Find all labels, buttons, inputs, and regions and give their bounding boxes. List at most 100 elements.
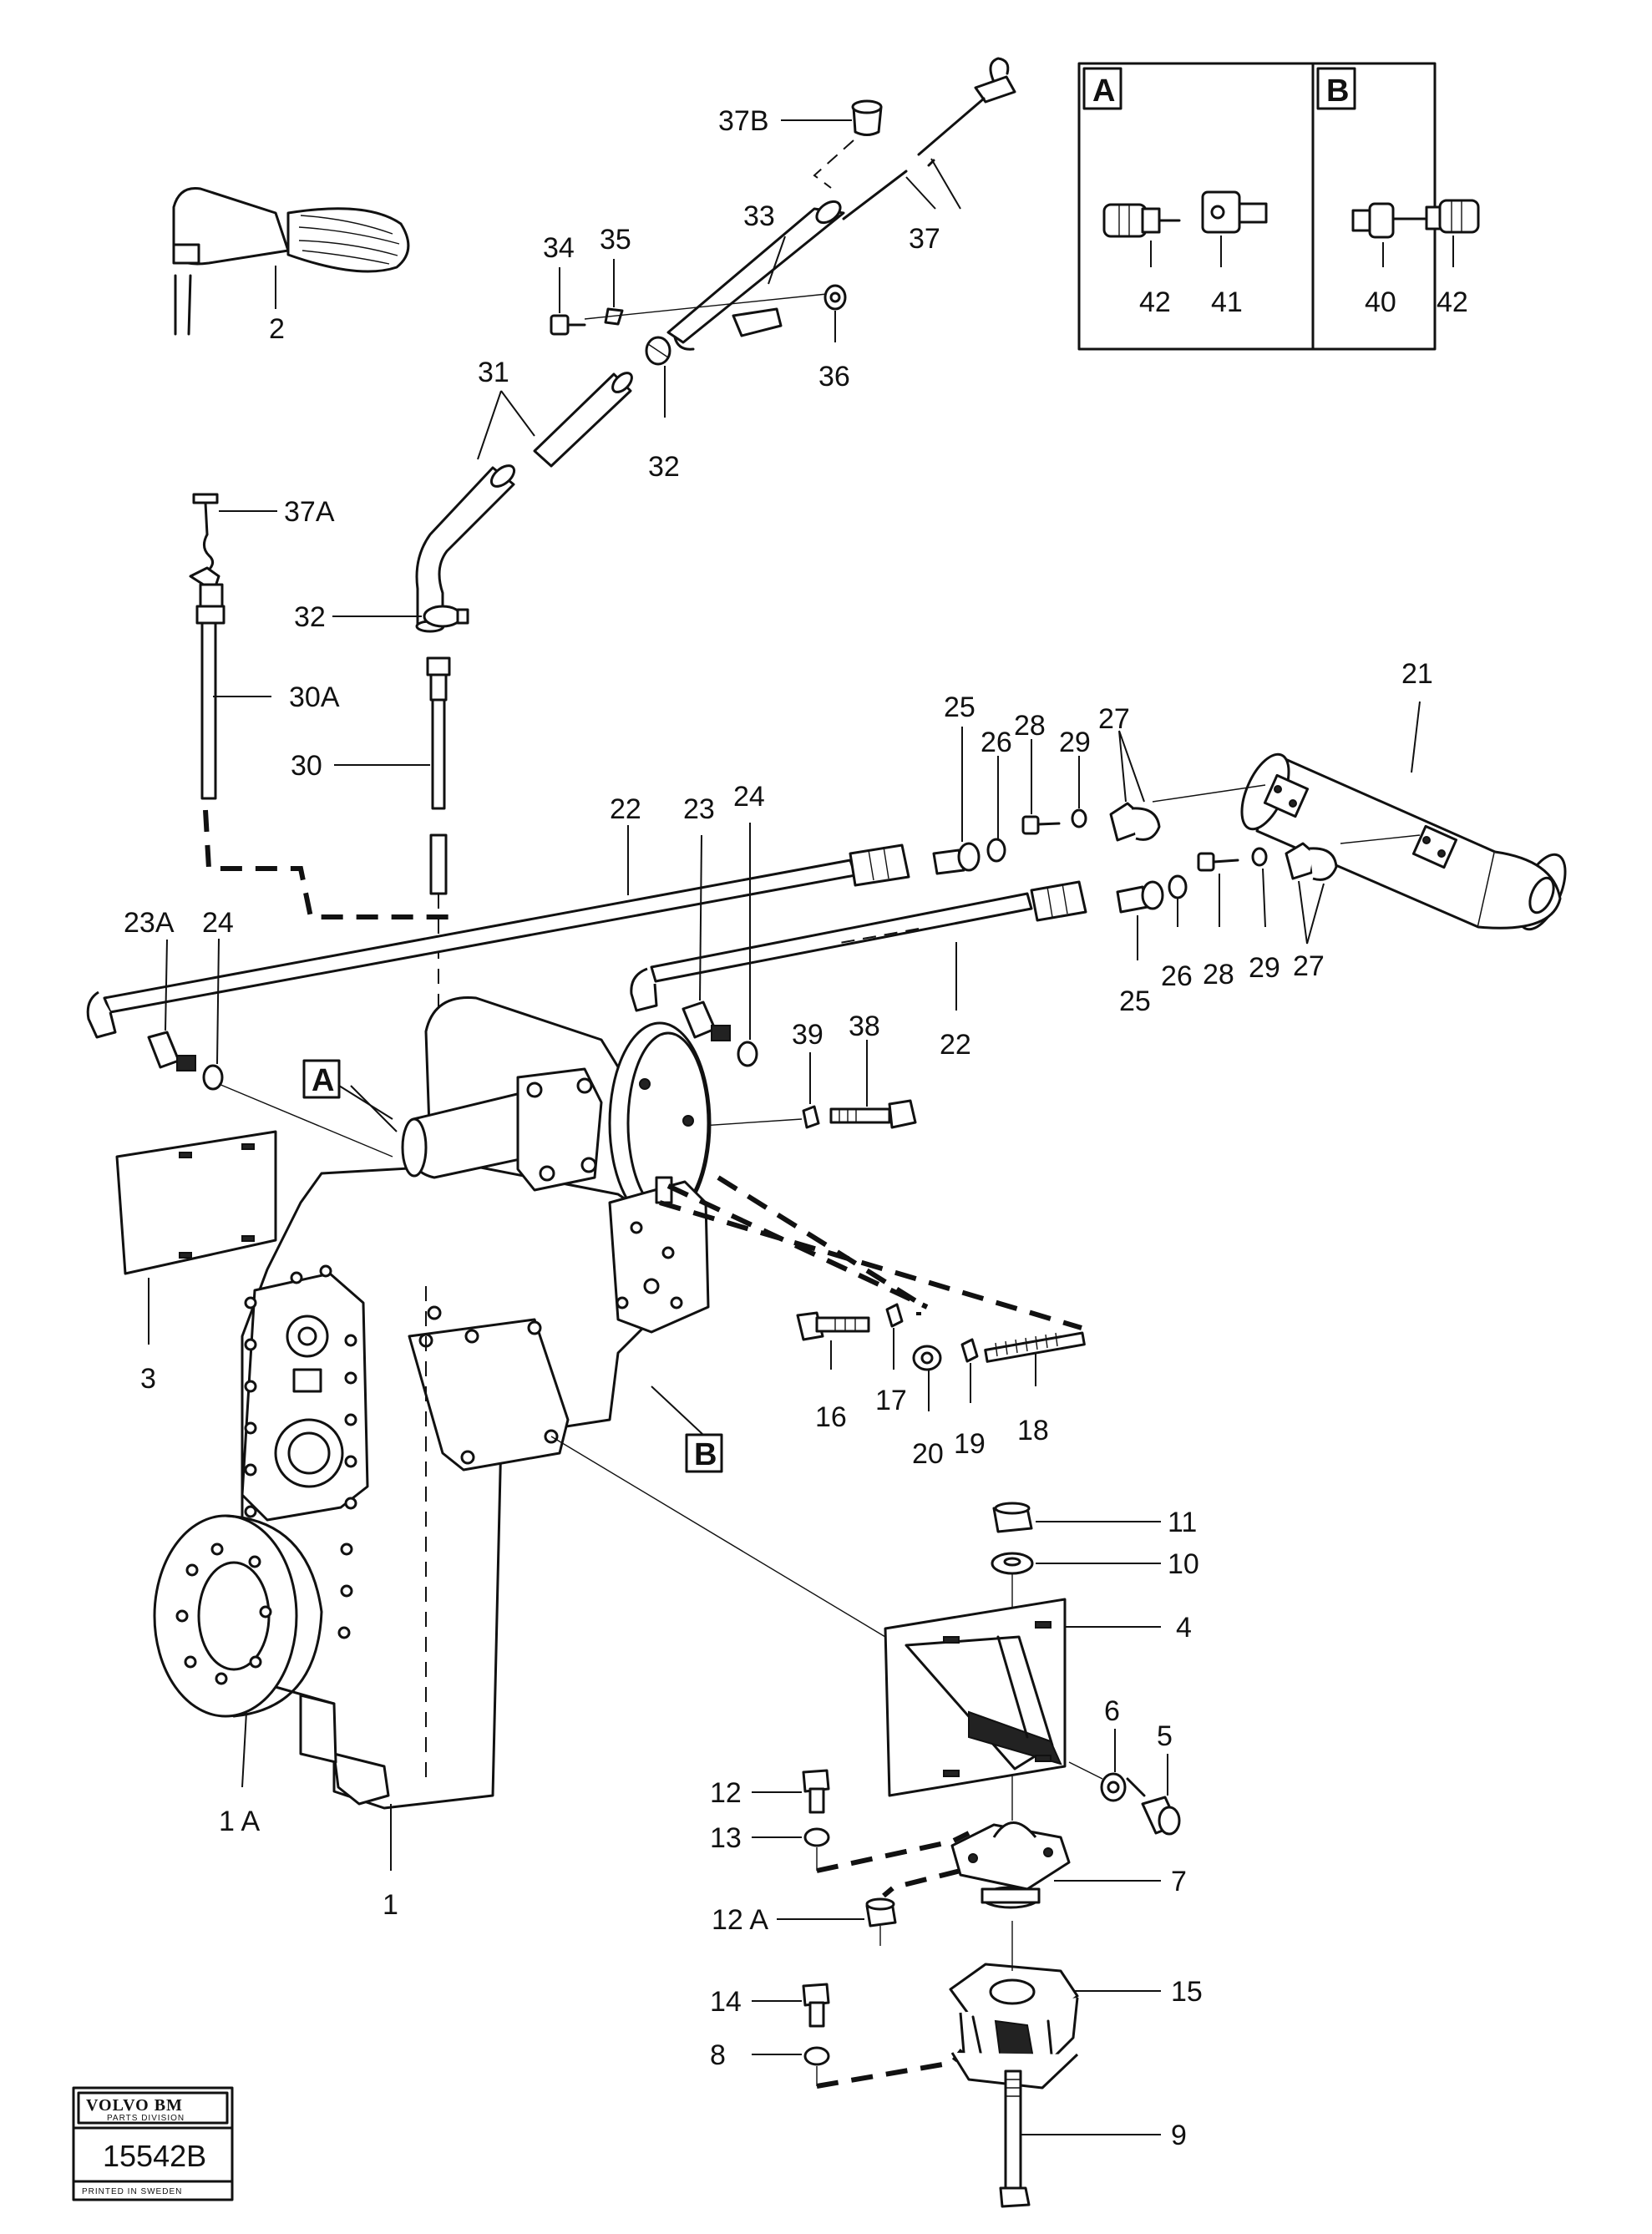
part-31-hose-upper xyxy=(533,372,633,468)
part-25-adapter-upper xyxy=(932,842,981,875)
part-32-clamp-lower xyxy=(423,605,469,628)
part-6-washer xyxy=(1100,1772,1127,1802)
part-7-rubber-mount xyxy=(950,1821,1071,1909)
detail-b-tag xyxy=(1316,67,1356,110)
detail-a-tag xyxy=(1082,67,1122,110)
label-6: 6 xyxy=(1104,1695,1120,1727)
label-34: 34 xyxy=(543,232,575,264)
part-23A-fitting xyxy=(147,1031,196,1071)
part-9-bolt xyxy=(999,2069,1031,2208)
label-25-upper: 25 xyxy=(944,691,975,723)
detail-b-part-42: 42 xyxy=(1437,286,1468,318)
part-16-bolt xyxy=(796,1311,870,1341)
part-34-bolt xyxy=(550,314,586,336)
label-4: 4 xyxy=(1176,1612,1192,1644)
part-14-bolt xyxy=(802,1983,830,2028)
label-38: 38 xyxy=(849,1011,880,1042)
detail-a-part-41: 41 xyxy=(1211,286,1243,318)
label-30: 30 xyxy=(291,750,322,782)
label-24-left: 24 xyxy=(202,907,234,939)
detail-b-coupling-40 xyxy=(1351,202,1426,239)
detail-b-letter: B xyxy=(1326,73,1349,109)
label-28-upper: 28 xyxy=(1014,710,1046,742)
label-1A: 1 A xyxy=(219,1806,260,1837)
part-27-gasket-upper xyxy=(1109,802,1161,842)
label-16: 16 xyxy=(815,1401,847,1433)
part-19-washer xyxy=(960,1338,979,1363)
label-35: 35 xyxy=(600,224,631,256)
part-26-seal-lower xyxy=(1168,874,1188,899)
part-31-hose-lower xyxy=(415,464,516,633)
part-28-bolt-lower xyxy=(1197,852,1239,872)
label-27-upper: 27 xyxy=(1098,703,1130,735)
label-27-lower: 27 xyxy=(1293,950,1325,982)
label-13: 13 xyxy=(710,1822,742,1854)
logo-division: PARTS DIVISION xyxy=(107,2114,185,2123)
logo-footer: PRINTED IN SWEDEN xyxy=(82,2187,182,2196)
part-30A-dipstick-tube xyxy=(195,583,226,800)
part-13-washer xyxy=(803,1827,830,1847)
part-8-mount-base xyxy=(949,1963,1079,2090)
label-23A: 23A xyxy=(124,907,175,939)
detail-panel: A B 42 41 40 42 xyxy=(1077,62,1480,351)
label-10: 10 xyxy=(1168,1548,1199,1580)
label-12: 12 xyxy=(710,1777,742,1809)
label-5: 5 xyxy=(1157,1720,1173,1752)
label-20: 20 xyxy=(912,1438,944,1470)
callout-A: A xyxy=(302,1059,393,1120)
part-24-washer-left xyxy=(202,1064,224,1091)
label-32-lower: 32 xyxy=(294,601,326,633)
detail-a-letter: A xyxy=(1092,73,1115,109)
volvo-bm-logo-block: VOLVO BM PARTS DIVISION 15542B PRINTED I… xyxy=(72,2086,234,2201)
label-18: 18 xyxy=(1017,1415,1049,1446)
label-21: 21 xyxy=(1401,658,1433,690)
part-28-bolt-upper xyxy=(1021,815,1061,835)
part-12-bolt xyxy=(802,1769,830,1814)
part-24-washer-right xyxy=(737,1041,758,1067)
label-3: 3 xyxy=(140,1363,156,1395)
label-11: 11 xyxy=(1168,1507,1197,1538)
part-4-bracket xyxy=(884,1598,1067,1797)
label-28-lower: 28 xyxy=(1203,959,1234,990)
label-9: 9 xyxy=(1171,2120,1187,2151)
part-15-washer xyxy=(803,2046,830,2066)
label-37: 37 xyxy=(909,223,940,255)
label-32-upper: 32 xyxy=(648,451,680,483)
part-22-pipe-upper xyxy=(86,843,910,1039)
label-24-right: 24 xyxy=(733,781,765,813)
part-12A-nut xyxy=(865,1897,897,1928)
part-10-washer xyxy=(991,1552,1034,1575)
label-14: 14 xyxy=(710,1986,742,2018)
part-11-nut xyxy=(992,1502,1033,1533)
detail-a-coupling-42 xyxy=(1102,203,1181,238)
detail-b-coupling-42 xyxy=(1425,199,1480,234)
label-29-lower: 29 xyxy=(1249,952,1280,984)
part-37A-dipstick-handle xyxy=(189,493,220,593)
detail-b-part-40: 40 xyxy=(1365,286,1396,318)
part-21-oil-cooler xyxy=(1240,752,1567,931)
part-27-gasket-lower xyxy=(1285,842,1338,881)
logo-brand: VOLVO BM xyxy=(86,2096,183,2115)
label-31: 31 xyxy=(478,357,509,388)
label-33: 33 xyxy=(743,200,775,232)
callout-B-letter: B xyxy=(694,1437,717,1472)
label-22-upper: 22 xyxy=(610,793,641,825)
part-29-washer-lower xyxy=(1251,847,1268,867)
part-38-bolt xyxy=(829,1099,917,1129)
part-26-seal-upper xyxy=(986,838,1006,863)
callout-B: B xyxy=(651,1385,723,1473)
label-23: 23 xyxy=(683,793,715,825)
part-17-washer xyxy=(885,1303,904,1328)
label-2: 2 xyxy=(269,313,285,345)
label-36: 36 xyxy=(818,361,850,393)
label-7: 7 xyxy=(1171,1866,1187,1897)
part-25-adapter-lower xyxy=(1116,880,1164,914)
part-23-fitting xyxy=(682,1000,731,1041)
label-15: 8 xyxy=(710,2039,726,2071)
part-29-washer-upper xyxy=(1071,808,1087,828)
label-8: 15 xyxy=(1171,1976,1203,2008)
label-30A: 30A xyxy=(289,681,340,713)
detail-a-coupling-41 xyxy=(1201,190,1268,234)
label-37A: 37A xyxy=(284,496,335,528)
